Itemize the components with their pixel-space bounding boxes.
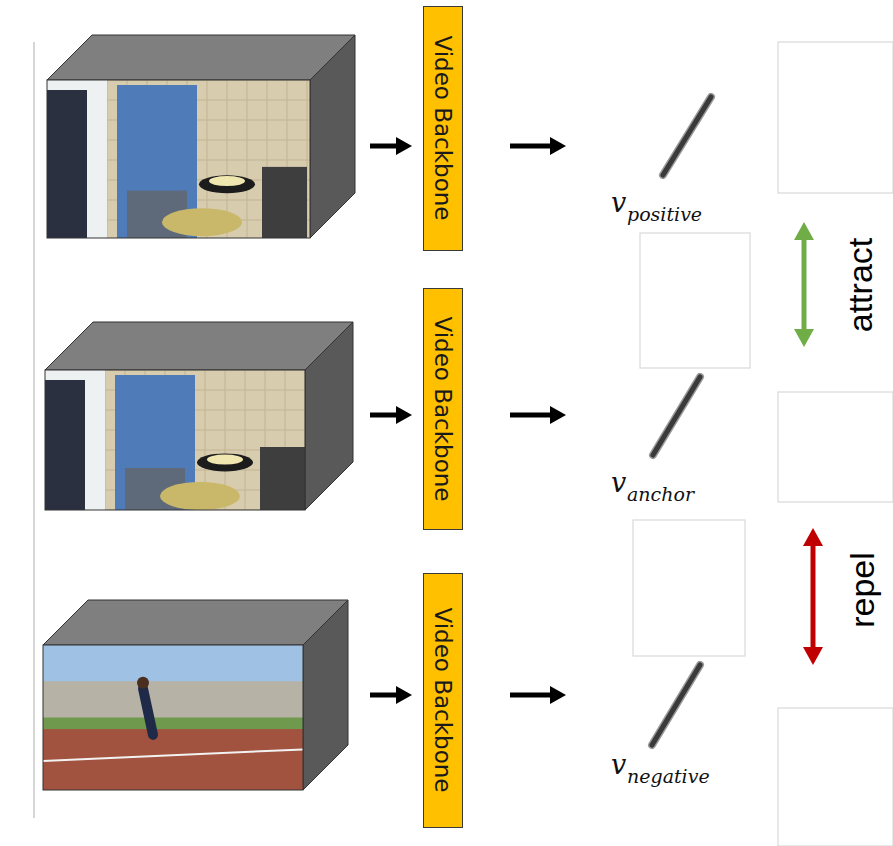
- backbone-label: Video Backbone: [430, 36, 456, 221]
- lane-line: [43, 749, 303, 761]
- arrow-head: [794, 329, 814, 347]
- athlete-body: [143, 689, 153, 735]
- flow-arrow: [370, 137, 412, 155]
- vector-label: negative: [627, 765, 710, 787]
- flow-arrow: [370, 406, 412, 424]
- track: [43, 729, 303, 790]
- clip-photo: [47, 80, 310, 238]
- arrow-head: [803, 647, 823, 665]
- stands: [43, 681, 303, 722]
- video-clip: [43, 600, 348, 790]
- vector-label: positive: [627, 203, 702, 225]
- video-clip: [47, 35, 355, 248]
- vector-outline: [652, 665, 700, 745]
- flow-arrow: [370, 686, 412, 704]
- backbone-box: Video Backbone: [423, 6, 463, 251]
- feature-vector: [652, 665, 700, 745]
- flow-arrow: [510, 137, 566, 155]
- athlete-head: [137, 677, 149, 689]
- clip-photo: [45, 370, 305, 510]
- relation-label: repel: [843, 552, 882, 628]
- clip-front-border: [45, 370, 305, 510]
- backbone-box: Video Backbone: [423, 288, 463, 530]
- vector-label: v: [611, 749, 626, 780]
- vector-label: anchor: [627, 483, 694, 505]
- vector-outline: [653, 377, 700, 455]
- arrow-shaft: [370, 413, 400, 418]
- frying-pan: [197, 453, 253, 471]
- arrow-shaft: [370, 144, 400, 149]
- flow-arrow: [510, 686, 566, 704]
- clip-front-border: [43, 645, 303, 790]
- clip-photo: [43, 645, 303, 790]
- arrow-head: [550, 137, 566, 155]
- feature-vector: [663, 97, 711, 175]
- mixing-bowl: [162, 208, 242, 236]
- clip-front-border: [47, 80, 310, 238]
- pancake: [207, 455, 243, 465]
- arrow-head: [396, 686, 412, 704]
- arrow-shaft: [802, 236, 807, 333]
- person-left: [47, 90, 87, 238]
- clip-side-face: [310, 35, 355, 238]
- arrow-shaft: [510, 693, 554, 698]
- clip-side-face: [305, 322, 353, 510]
- backbone-label: Video Backbone: [430, 608, 456, 793]
- relation-label: attract: [841, 238, 880, 332]
- stove: [262, 167, 307, 238]
- clip-top-face: [43, 600, 348, 645]
- pancake: [209, 176, 245, 186]
- tile-grid: [247, 80, 248, 238]
- divider-line: [33, 42, 35, 818]
- arrow-head: [794, 222, 814, 240]
- person-left: [45, 380, 85, 510]
- arrow-head: [550, 686, 566, 704]
- tile-grid: [245, 370, 246, 510]
- arrow-head: [803, 528, 823, 546]
- flow-arrow: [510, 406, 566, 424]
- feature-vector: [653, 377, 700, 455]
- placeholder-box: [778, 708, 893, 846]
- clip-top-face: [47, 35, 355, 80]
- arrow-head: [550, 406, 566, 424]
- vector-label: v: [611, 467, 626, 498]
- arrow-head: [396, 137, 412, 155]
- frying-pan: [199, 175, 255, 193]
- backbone-box: Video Backbone: [423, 573, 463, 828]
- placeholder-box: [633, 520, 745, 656]
- arrow-shaft: [510, 144, 554, 149]
- arrow-shaft: [370, 693, 400, 698]
- mixing-bowl: [160, 482, 240, 510]
- video-clip: [45, 322, 353, 530]
- arrow-head: [396, 406, 412, 424]
- placeholder-box: [640, 233, 750, 368]
- arrow-shaft: [510, 413, 554, 418]
- clip-top-face: [45, 322, 353, 370]
- vector-outline: [663, 97, 711, 175]
- sky: [43, 645, 303, 790]
- placeholder-box: [778, 42, 893, 193]
- backbone-label: Video Backbone: [430, 317, 456, 502]
- stove: [260, 447, 305, 510]
- vector-label: v: [611, 187, 626, 218]
- arrow-shaft: [811, 542, 816, 651]
- placeholder-box: [778, 392, 893, 502]
- clip-side-face: [303, 600, 348, 790]
- repel-arrow: [803, 528, 823, 665]
- attract-arrow: [794, 222, 814, 347]
